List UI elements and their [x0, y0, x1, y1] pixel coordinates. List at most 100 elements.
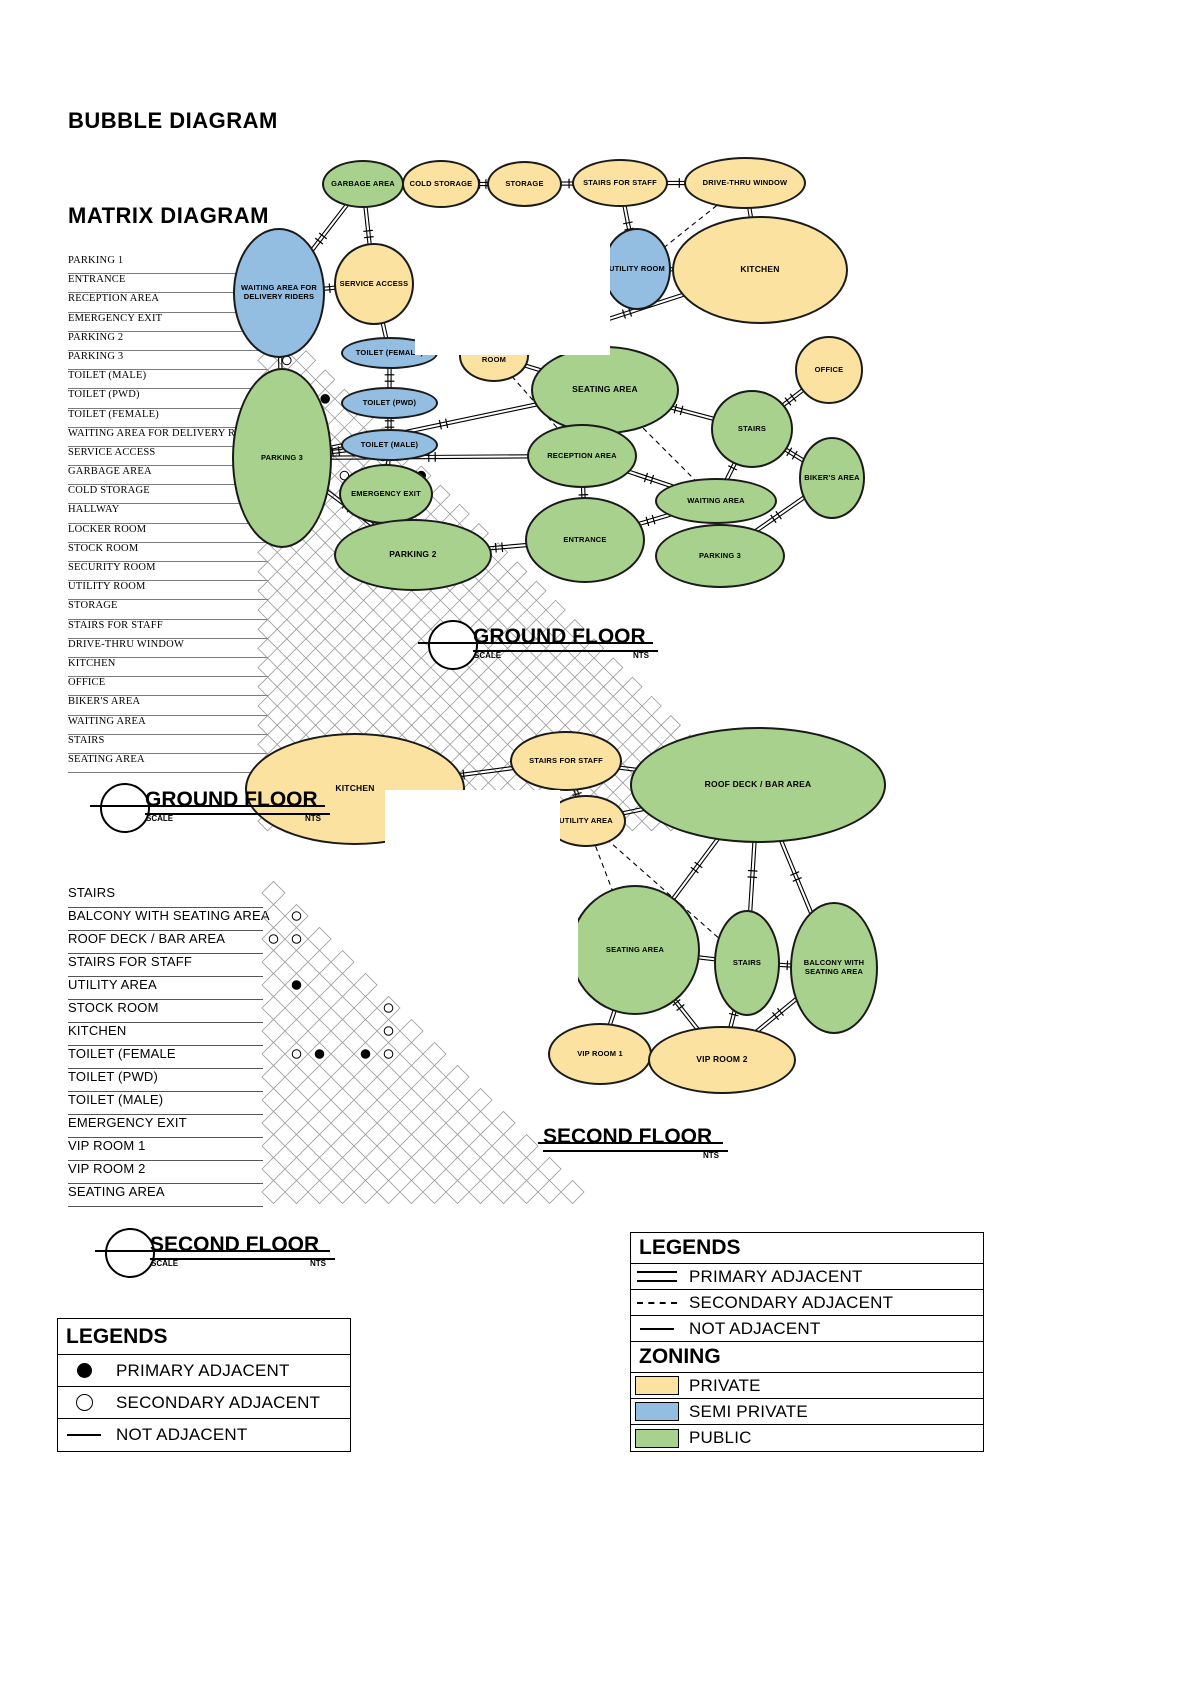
link-tick-mark: [770, 514, 777, 524]
matrix-row-rule: [68, 953, 263, 954]
matrix-cell: [284, 1064, 309, 1090]
matrix-cell: [537, 1156, 562, 1182]
caption-underline: [145, 813, 330, 815]
matrix-row-label: EMERGENCY EXIT: [68, 312, 163, 324]
matrix-cell: [399, 1179, 424, 1205]
bubble-garbage-area: GARBAGE AREA: [322, 160, 404, 208]
matrix-row-rule: [68, 292, 268, 294]
matrix-cell: [284, 1087, 309, 1113]
page-title-bubble-diagram: BUBBLE DIAGRAM: [68, 108, 278, 133]
matrix-cell: [468, 1156, 493, 1182]
matrix-cell: [261, 903, 286, 929]
matrix-cell: [284, 1179, 309, 1205]
matrix-cell: [468, 1087, 493, 1113]
public-swatch-icon: [631, 1428, 683, 1448]
matrix-cell: [353, 695, 374, 717]
bubble-vip-room-1: VIP ROOM 1: [548, 1023, 652, 1085]
matrix-cell: [295, 619, 317, 640]
matrix-cell: [295, 657, 317, 678]
legend-zoning-label: SEMI PRIVATE: [689, 1401, 808, 1421]
legend-item-primary-adjacent: PRIMARY ADJACENT: [58, 1355, 350, 1387]
private-swatch-icon: [631, 1376, 683, 1395]
matrix-row-rule: [68, 541, 268, 543]
matrix-cell: [660, 715, 681, 736]
link-tick-mark: [789, 393, 797, 402]
matrix-primary-adjacent-marker: [320, 394, 330, 404]
link-tick-mark: [318, 232, 328, 240]
legend-item-label: NOT ADJACENT: [116, 1425, 248, 1444]
matrix-cell: [372, 638, 393, 659]
matrix-cell: [307, 972, 332, 998]
matrix-cell: [334, 619, 355, 640]
matrix-cell: [257, 734, 278, 755]
matrix-cell: [334, 715, 355, 736]
caption-scale-label: SCALE: [146, 814, 174, 823]
matrix-cell: [422, 1064, 447, 1090]
matrix-secondary-adjacent-marker: [383, 1049, 394, 1059]
matrix-cell: [491, 1133, 516, 1159]
matrix-secondary-adjacent-marker: [291, 911, 302, 921]
matrix-row-label: HALLWAY: [68, 504, 120, 516]
matrix-cell: [487, 599, 509, 621]
matrix-cell: [514, 1133, 539, 1159]
legend-item-label: PRIMARY ADJACENT: [689, 1266, 863, 1286]
matrix-cell: [372, 715, 393, 736]
legend-zoning-semi-private: SEMI PRIVATE: [631, 1399, 983, 1425]
link-tick-mark: [792, 877, 802, 882]
legend-item-secondary-adjacent: SECONDARY ADJACENT: [631, 1290, 983, 1316]
matrix-cell: [257, 715, 278, 736]
matrix-row-label: LOCKER ROOM: [68, 523, 147, 535]
matrix-cell: [334, 580, 355, 601]
matrix-cell: [276, 561, 297, 582]
bubble-emergency-exit: EMERGENCY EXIT: [339, 464, 433, 524]
matrix-row-rule: [68, 1206, 263, 1207]
matrix-cell: [545, 657, 566, 678]
matrix-row-label: TOILET (FEMALE: [68, 1046, 176, 1061]
matrix-cell: [376, 1156, 401, 1182]
matrix-row-label: STAIRS: [68, 734, 105, 746]
matrix-cell: [353, 580, 374, 601]
matrix-cell: [391, 695, 413, 717]
bubble-stairs-for-staff: STAIRS FOR STAFF: [572, 159, 668, 207]
matrix-row-label: SERVICE ACCESS: [68, 446, 156, 458]
matrix-cell: [468, 753, 489, 774]
matrix-cell: [315, 715, 336, 736]
matrix-cell: [376, 995, 401, 1021]
caption-underline: [150, 1258, 335, 1260]
matrix-cell: [315, 619, 336, 640]
matrix-row-rule: [68, 484, 268, 486]
legend-bubble-title-row: LEGENDS: [631, 1233, 983, 1264]
matrix-cell: [261, 1064, 286, 1090]
matrix-cell: [330, 1018, 355, 1044]
legend-item-not-adjacent: NOT ADJACENT: [58, 1419, 350, 1451]
matrix-cell: [334, 638, 355, 659]
matrix-cell: [603, 676, 624, 697]
matrix-row-rule: [68, 426, 268, 428]
matrix-cell: [449, 503, 470, 525]
single-line-icon: [631, 1327, 683, 1330]
matrix-row-label: BIKER'S AREA: [68, 696, 141, 708]
link-tick-mark: [676, 1004, 685, 1011]
matrix-cell: [276, 619, 297, 640]
matrix-cell: [261, 1133, 286, 1159]
matrix-row-rule: [68, 599, 268, 601]
matrix-row-rule: [68, 976, 263, 977]
matrix-cell: [445, 1156, 470, 1182]
second-floor-void-mask-1: [385, 790, 560, 900]
matrix-cell: [315, 542, 336, 563]
link-tick-mark: [747, 876, 758, 879]
open-circle-icon: [58, 1394, 110, 1411]
bubble-office: OFFICE: [795, 336, 863, 404]
matrix-cell: [487, 715, 509, 736]
legend-matrix-title-row: LEGENDS: [58, 1319, 350, 1355]
matrix-cell: [491, 1156, 516, 1182]
matrix-cell: [257, 599, 278, 621]
link-tick-mark: [786, 447, 793, 457]
matrix-cell: [526, 580, 547, 601]
matrix-row-label: TOILET (MALE): [68, 370, 147, 382]
matrix-cell: [284, 995, 309, 1021]
matrix-row-rule: [68, 388, 268, 390]
caption-floor-name: GROUND FLOOR: [473, 625, 646, 648]
matrix-cell: [391, 657, 413, 678]
matrix-cell: [330, 1110, 355, 1136]
